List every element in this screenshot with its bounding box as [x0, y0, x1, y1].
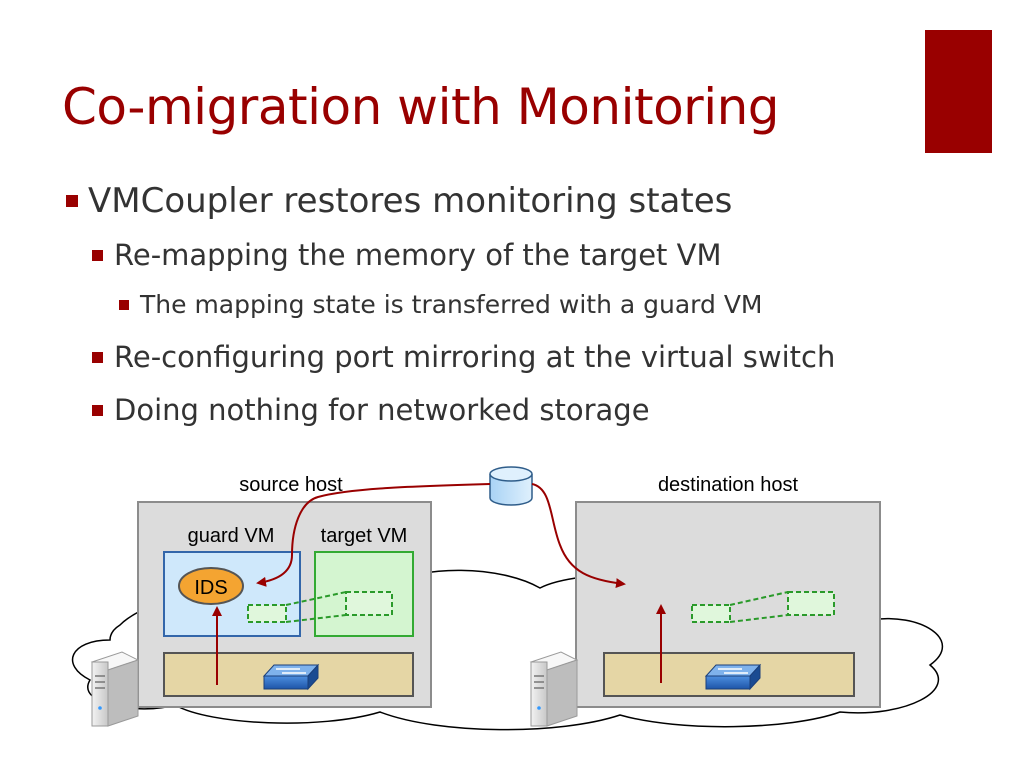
bullet-item: Re-configuring port mirroring at the vir… — [92, 340, 836, 374]
server-icon — [90, 651, 140, 727]
slide-title: Co-migration with Monitoring — [62, 78, 780, 136]
bullet-square-icon — [92, 250, 103, 261]
bullet-text: Re-mapping the memory of the target VM — [114, 238, 722, 272]
bullet-text: Doing nothing for networked storage — [114, 393, 650, 427]
state-transfer-arrow — [256, 483, 491, 587]
storage-icon — [489, 466, 533, 506]
source-memory-mapping — [247, 591, 393, 623]
bullet-square-icon — [66, 195, 78, 207]
ids-node — [178, 567, 244, 605]
bullet-item: Re-mapping the memory of the target VM — [92, 238, 722, 272]
ids-label: IDS — [194, 577, 227, 599]
virtual-switch-icon — [262, 663, 320, 691]
server-icon — [529, 651, 579, 727]
destination-host-label: destination host — [658, 474, 799, 496]
destination-memory-mapping — [691, 591, 835, 623]
accent-bar — [925, 30, 992, 153]
bullet-item: Doing nothing for networked storage — [92, 393, 650, 427]
bullet-text: The mapping state is transferred with a … — [140, 290, 763, 319]
bullet-item: The mapping state is transferred with a … — [119, 290, 763, 319]
bullet-square-icon — [119, 300, 129, 310]
bullet-square-icon — [92, 405, 103, 416]
migration-arrow — [531, 483, 626, 589]
bullet-text: VMCoupler restores monitoring states — [88, 181, 733, 221]
bullet-text: Re-configuring port mirroring at the vir… — [114, 340, 836, 374]
guard-vm-label: guard VM — [188, 525, 275, 547]
target-vm-label: target VM — [321, 525, 408, 547]
bullet-item: VMCoupler restores monitoring states — [66, 181, 733, 221]
source-host-label: source host — [239, 474, 343, 496]
bullet-square-icon — [92, 352, 103, 363]
virtual-switch-icon — [704, 663, 762, 691]
